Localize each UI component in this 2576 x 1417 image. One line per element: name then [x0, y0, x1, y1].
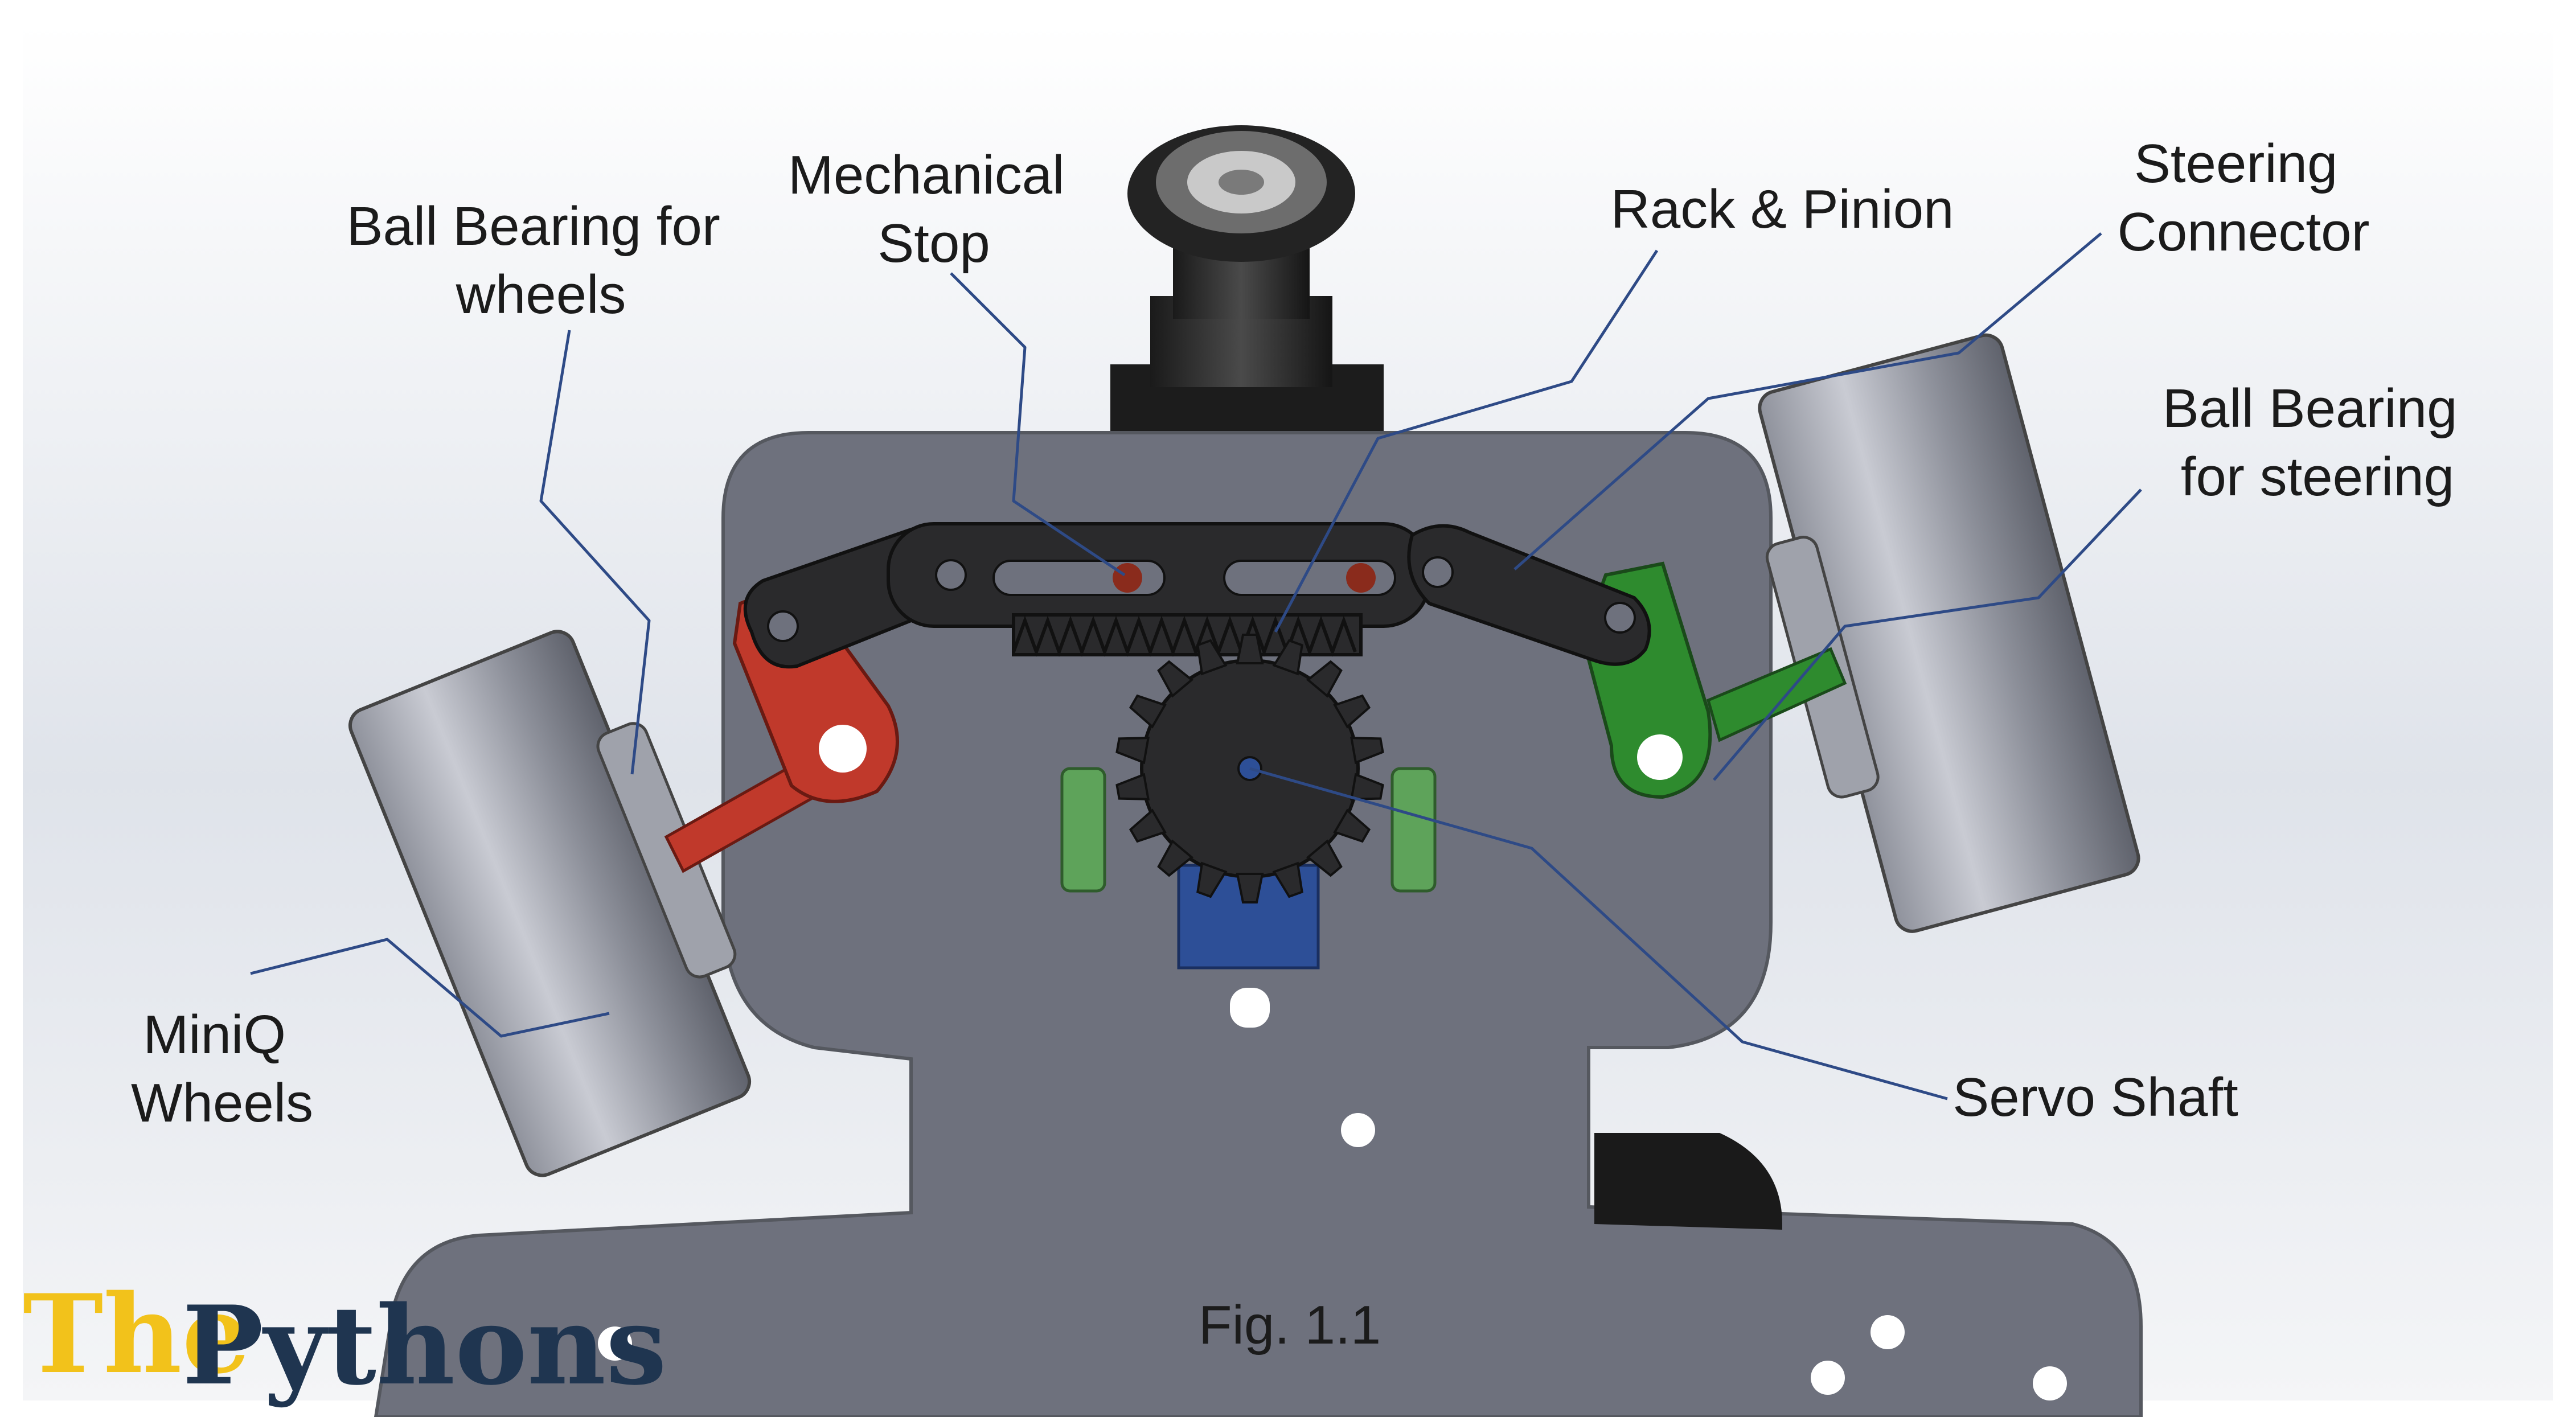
rack-teeth	[1012, 615, 1357, 657]
leader-mechanical-stop	[950, 272, 1126, 577]
linkage-pivots	[767, 556, 1636, 642]
label-rack-pinion: Rack & Pinion	[1611, 179, 1954, 240]
red-knuckle-hole	[819, 725, 867, 773]
right-slot	[1390, 767, 1437, 893]
mechanical-stop-pin-right	[1346, 563, 1376, 593]
label-servo-shaft: Servo Shaft	[1952, 1067, 2238, 1128]
figure-caption: Fig. 1.1	[1199, 1295, 1381, 1356]
label-ball-bearing-steering: Ball Bearing for steering	[2163, 378, 2472, 507]
label-steering-connector: Steering Connector	[2118, 133, 2370, 262]
right-axle	[1706, 647, 1847, 742]
svg-text:The: The	[23, 1271, 251, 1398]
green-knuckle-hole	[1637, 734, 1683, 780]
leader-servo-shaft	[1249, 767, 1948, 1100]
elbow-fitting	[1594, 1133, 1782, 1230]
label-miniq-wheels: MiniQ Wheels	[131, 1004, 313, 1133]
team-logo: The Pythons	[23, 1271, 667, 1409]
left-wheel	[348, 630, 752, 1177]
svg-text:Pythons: Pythons	[182, 1282, 667, 1409]
leader-steering-connector	[1513, 232, 2102, 570]
leader-lines	[250, 232, 2142, 1100]
leader-miniq-wheels	[250, 938, 610, 1038]
camera-module	[1110, 125, 1384, 438]
mechanical-stop-pin-left	[1113, 563, 1142, 593]
left-slot	[1060, 767, 1106, 893]
label-ball-bearing-wheels: Ball Bearing for wheels	[346, 196, 735, 325]
leader-ball-bearing-wheels	[539, 330, 651, 775]
leader-ball-bearing-steering	[1713, 488, 2142, 781]
label-mechanical-stop: Mechanical Stop	[788, 145, 1080, 274]
leader-rack-pinion	[1274, 249, 1659, 633]
